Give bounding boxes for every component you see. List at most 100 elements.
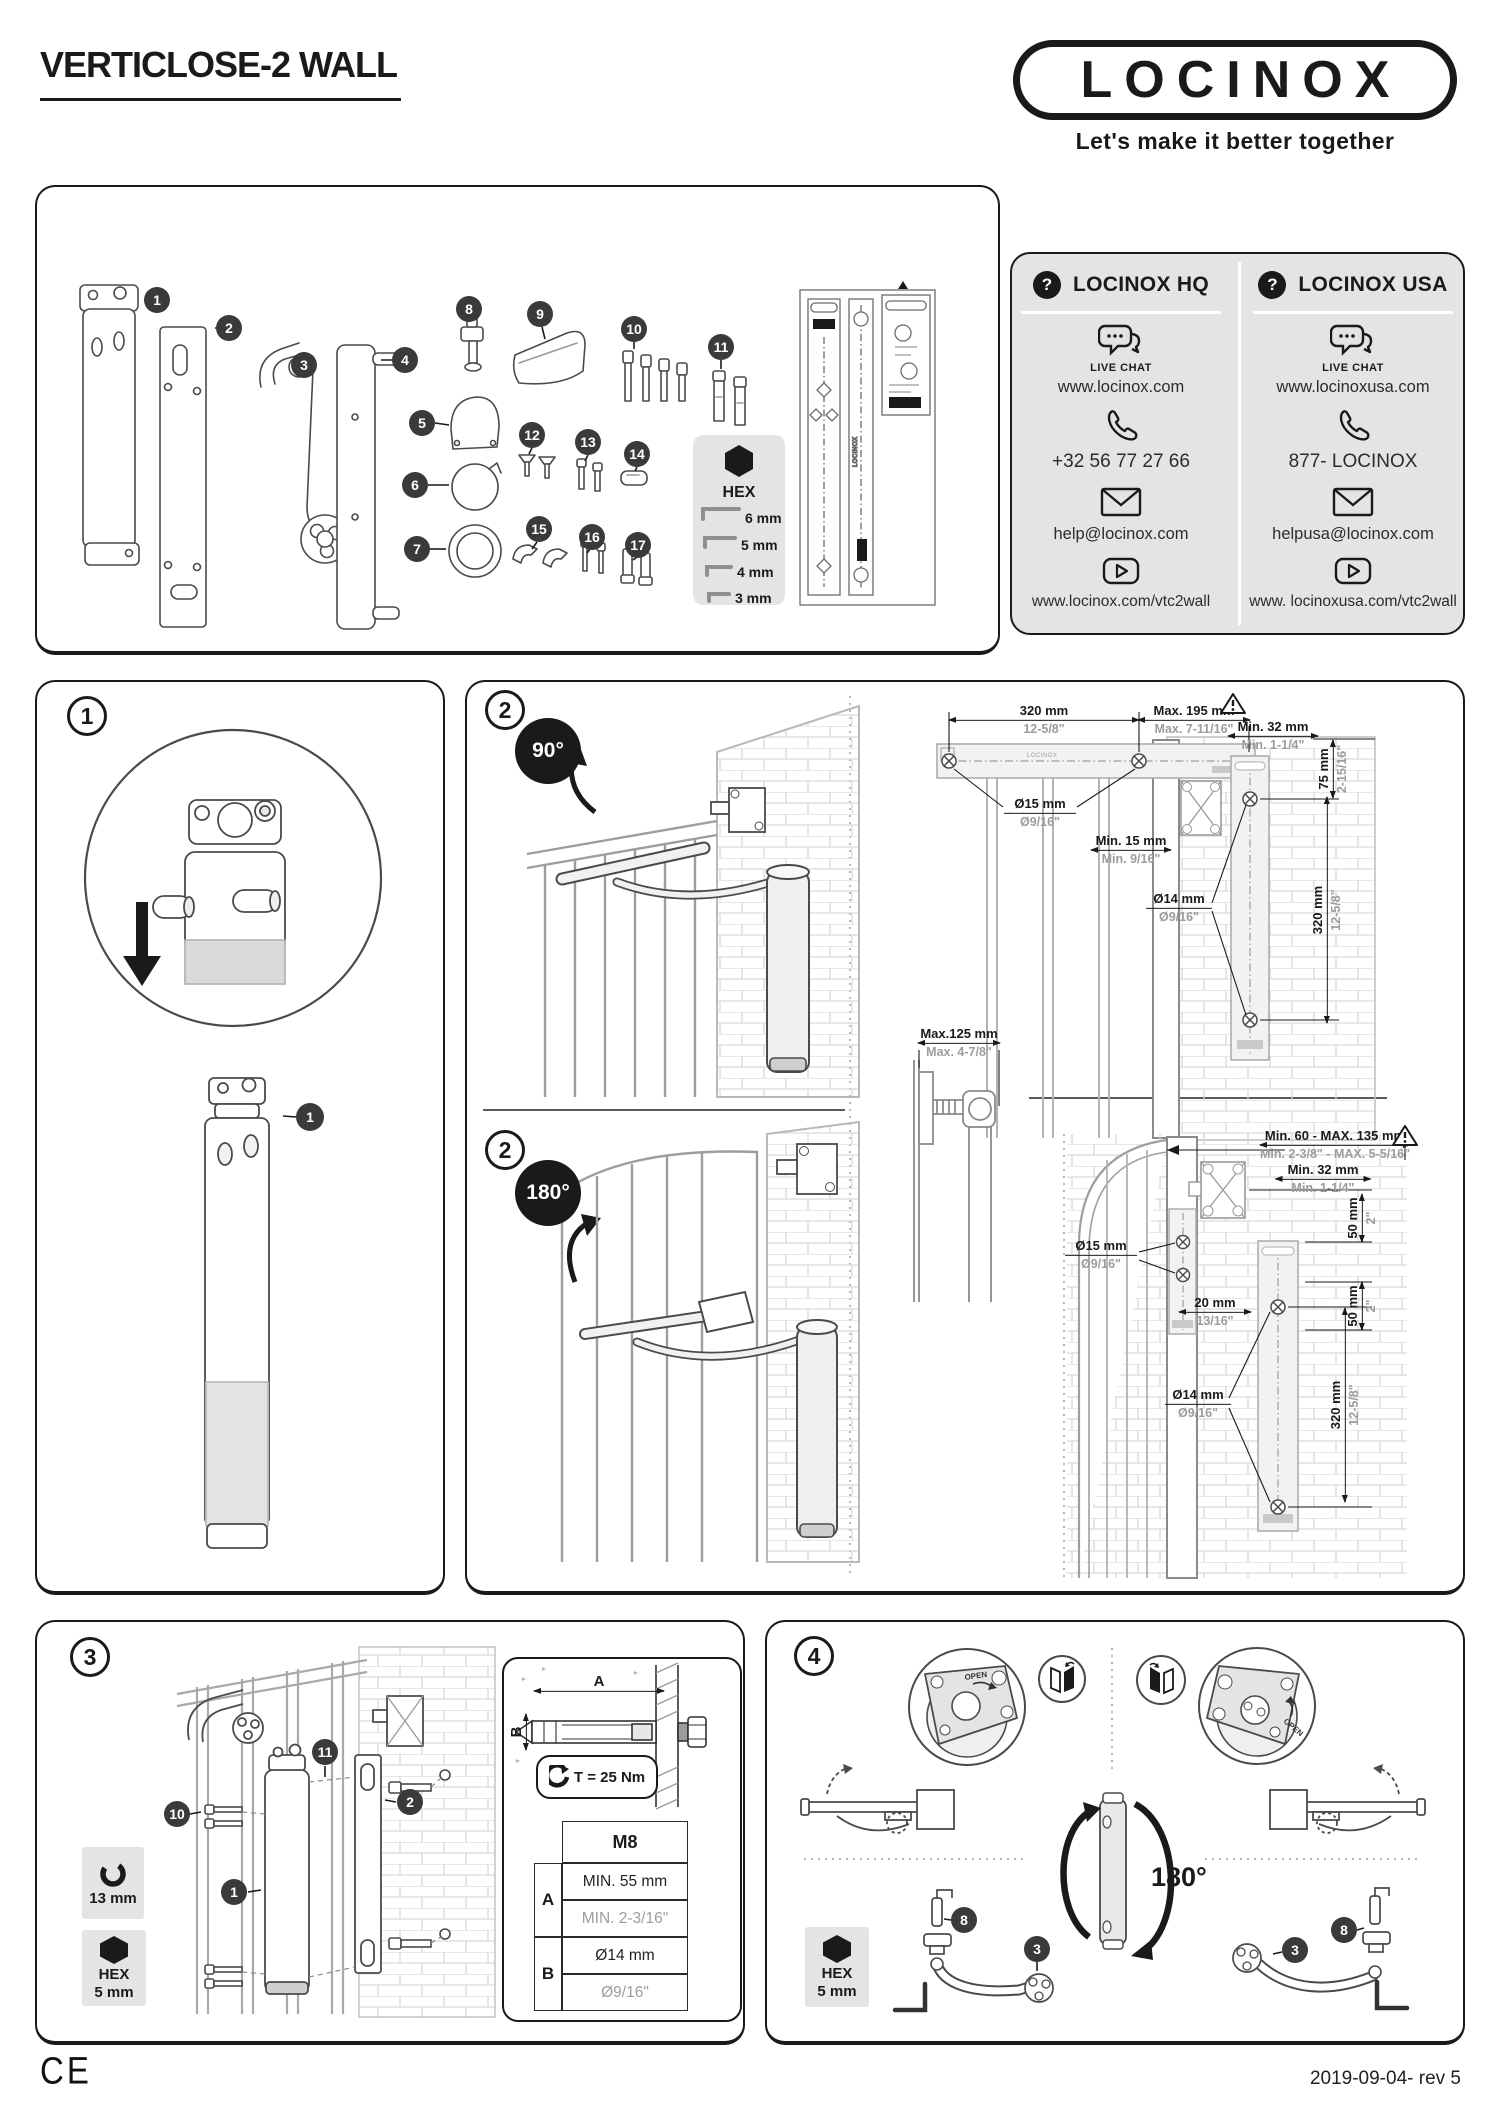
arm-assembly-right: 8 3 bbox=[1232, 1887, 1410, 2011]
angle-90-badge: 90° bbox=[515, 718, 581, 784]
step1-diagram: 1 bbox=[83, 728, 383, 1549]
step4-diagram: OPEN OPEN bbox=[800, 1647, 1426, 2013]
dim-diagram-180 bbox=[1067, 1130, 1407, 1579]
drilling-template: LOCINOX bbox=[799, 281, 936, 606]
live-chat-label: LIVE CHAT bbox=[1322, 362, 1384, 374]
video-link[interactable]: www. locinoxusa.com/vtc2wall bbox=[1249, 593, 1457, 610]
live-chat-icon bbox=[1098, 324, 1141, 356]
svg-text:LOCINOX: LOCINOX bbox=[1027, 753, 1058, 759]
svg-text:16: 16 bbox=[584, 529, 600, 545]
svg-text:5 mm: 5 mm bbox=[741, 537, 778, 553]
svg-text:3 mm: 3 mm bbox=[735, 590, 772, 606]
email-address[interactable]: help@locinox.com bbox=[1053, 525, 1189, 543]
video-icon bbox=[1334, 557, 1372, 585]
phone-icon bbox=[1107, 410, 1138, 441]
dim-a: A bbox=[533, 1673, 665, 1694]
step4-panel: 4 OPEN bbox=[765, 1620, 1465, 2045]
svg-text:4: 4 bbox=[401, 352, 409, 368]
anchor-inset: A B T = 25 Nm M8 A MIN. 55 mm MIN. 2-3/1… bbox=[502, 1657, 742, 2022]
website-link[interactable]: www.locinox.com bbox=[1057, 378, 1185, 396]
svg-text:2: 2 bbox=[225, 320, 233, 336]
callout-2: 2 bbox=[397, 1789, 423, 1815]
svg-text:4 mm: 4 mm bbox=[737, 564, 774, 580]
callout-12: 12 bbox=[519, 422, 545, 448]
hex-tool-badge: HEX 5 mm bbox=[805, 1927, 869, 2007]
svg-text:3: 3 bbox=[1291, 1942, 1299, 1958]
closer-top-detail-right: OPEN bbox=[1198, 1647, 1316, 1765]
angle-180-label: 180° bbox=[1151, 1862, 1207, 1892]
revision-date: 2019-09-04- rev 5 bbox=[1309, 2068, 1461, 2089]
step3-panel: 3 bbox=[35, 1620, 745, 2045]
svg-text:10: 10 bbox=[626, 321, 642, 337]
angle-180-badge: 180° bbox=[515, 1160, 581, 1226]
live-chat-icon bbox=[1330, 324, 1373, 356]
help-icon: ? bbox=[1032, 271, 1061, 299]
contact-title: LOCINOX USA bbox=[1298, 273, 1448, 296]
svg-text:2: 2 bbox=[406, 1794, 414, 1810]
svg-text:1: 1 bbox=[306, 1109, 314, 1125]
callout-8: 8 bbox=[951, 1907, 977, 1933]
hex-icon bbox=[725, 445, 753, 477]
hinge-detail bbox=[913, 1050, 1000, 1302]
divider bbox=[1021, 311, 1221, 314]
callout-8: 8 bbox=[456, 296, 482, 322]
website-link[interactable]: www.locinoxusa.com bbox=[1276, 378, 1430, 396]
callout-4: 4 bbox=[392, 347, 418, 373]
closer-top-detail-left: OPEN bbox=[908, 1648, 1026, 1766]
svg-text:8: 8 bbox=[465, 301, 473, 317]
hex-tool-badge: HEX 5 mm bbox=[82, 1930, 146, 2006]
callout-15: 15 bbox=[526, 516, 552, 542]
dim-diagram-90: A LOCINOX bbox=[936, 712, 1376, 1141]
illustration-180 bbox=[560, 1120, 860, 1563]
contact-column-usa: ? LOCINOX USA LIVE CHAT www.locinoxusa.c… bbox=[1244, 254, 1462, 611]
email-icon bbox=[1100, 487, 1142, 517]
wrench-icon bbox=[100, 1861, 126, 1887]
svg-text:6: 6 bbox=[411, 477, 419, 493]
callout-3: 3 bbox=[1024, 1936, 1050, 1962]
hex-icon bbox=[823, 1934, 851, 1963]
svg-text:14: 14 bbox=[629, 446, 645, 462]
callout-7: 7 bbox=[404, 536, 430, 562]
video-icon bbox=[1102, 557, 1140, 585]
callout-16: 16 bbox=[579, 524, 605, 550]
step2-badge-90: 2 bbox=[485, 690, 525, 730]
torque-arrow-icon bbox=[548, 1765, 569, 1788]
phone-number[interactable]: 877- LOCINOX bbox=[1288, 451, 1418, 472]
step3-badge: 3 bbox=[70, 1637, 110, 1677]
svg-text:5: 5 bbox=[418, 415, 426, 431]
step2-badge-180: 2 bbox=[485, 1130, 525, 1170]
divider bbox=[1253, 311, 1453, 314]
step4-badge: 4 bbox=[794, 1636, 834, 1676]
callout-11: 11 bbox=[312, 1739, 338, 1765]
step3-diagram: 10 1 11 2 bbox=[164, 1646, 496, 2018]
gate-schematic-left bbox=[800, 1764, 955, 1834]
email-address[interactable]: helpusa@locinox.com bbox=[1272, 525, 1434, 543]
video-link[interactable]: www.locinox.com/vtc2wall bbox=[1031, 593, 1211, 610]
row-a-mm: MIN. 55 mm bbox=[562, 1863, 688, 1900]
svg-text:10: 10 bbox=[169, 1806, 185, 1822]
gate-schematic-right bbox=[1269, 1764, 1426, 1834]
parts-callouts: 1 2 3 4 5 6 7 8 9 10 11 12 13 14 15 16 1… bbox=[144, 287, 734, 562]
callout-3: 3 bbox=[1282, 1937, 1308, 1963]
callout-6: 6 bbox=[402, 472, 428, 498]
hex-key-box: HEX 6 mm 5 mm 4 mm 3 mm bbox=[693, 435, 785, 606]
svg-text:9: 9 bbox=[536, 306, 544, 322]
callout-2: 2 bbox=[216, 315, 242, 341]
anchor-diagram bbox=[514, 1662, 707, 1810]
brand-logo-text: LOCINOX bbox=[1080, 51, 1402, 109]
brand-logo: LOCINOX bbox=[1013, 40, 1457, 120]
row-b-inch: Ø9/16" bbox=[562, 1974, 688, 2011]
arm-assembly-left: 8 3 bbox=[892, 1889, 1054, 2013]
callout-10: 10 bbox=[621, 316, 647, 342]
step2-panel: 2 90° 2 180° bbox=[465, 680, 1465, 1595]
callout-9: 9 bbox=[527, 301, 553, 327]
phone-number[interactable]: +32 56 77 27 66 bbox=[1052, 451, 1190, 472]
